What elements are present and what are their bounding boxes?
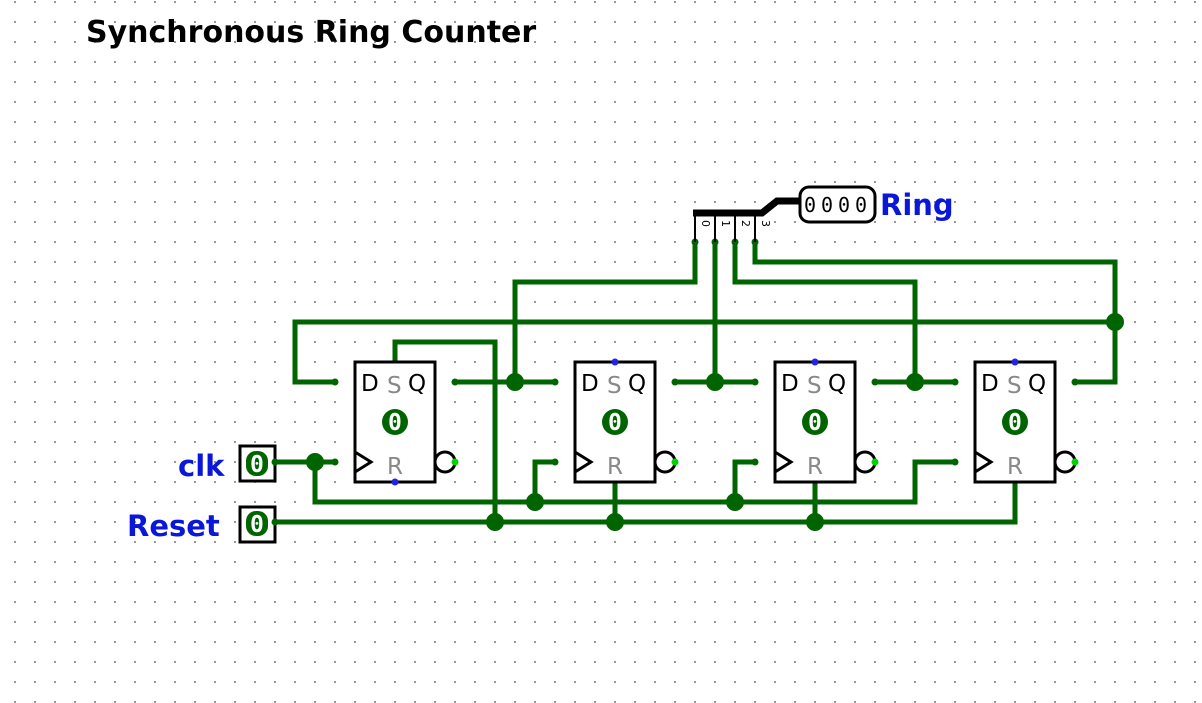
ff-d-label: D <box>781 371 799 397</box>
bus-splitter: 0 1 2 3 <box>693 197 800 242</box>
ff-r-label: R <box>807 454 823 480</box>
junction-dot <box>606 513 624 531</box>
clk-label: clk <box>178 449 225 483</box>
ring-bit-1: 0 <box>821 193 833 217</box>
junction-dot <box>506 373 524 391</box>
junction-dot <box>526 493 544 511</box>
ff-q-label: Q <box>408 371 426 397</box>
splitter-bit-1: 1 <box>719 220 732 227</box>
splitter-bit-2: 2 <box>739 220 752 227</box>
ff-s-label: S <box>807 373 822 399</box>
d-flip-flop-1[interactable]: D S Q 0 R <box>331 360 459 486</box>
ring-bit-3: 0 <box>855 193 867 217</box>
ff-d-label: D <box>361 371 379 397</box>
ff-s-label: S <box>607 373 622 399</box>
ff-q-label: Q <box>828 371 846 397</box>
splitter-bit-0: 0 <box>699 220 712 227</box>
reset-value: 0 <box>250 512 264 538</box>
ff-r-label: R <box>387 454 403 480</box>
junction-dot <box>726 493 744 511</box>
ff-s-label: S <box>1007 373 1022 399</box>
ring-bit-2: 0 <box>838 193 850 217</box>
ff-state: 0 <box>1008 410 1022 436</box>
junction-dot <box>706 373 724 391</box>
clk-input-pin[interactable]: 0 <box>238 444 277 483</box>
ring-output-pin: 0 0 0 0 <box>798 185 877 224</box>
junction-dot <box>306 453 324 471</box>
wires <box>272 239 1118 525</box>
d-flip-flop-4[interactable]: D S Q 0 R <box>951 358 1079 484</box>
reset-input-pin[interactable]: 0 <box>238 505 277 544</box>
ff-q-label: Q <box>628 371 646 397</box>
circuit-title: Synchronous Ring Counter <box>86 15 536 50</box>
ff-d-label: D <box>981 371 999 397</box>
junction-dot <box>806 513 824 531</box>
ff-r-label: R <box>607 454 623 480</box>
ff-s-label: S <box>387 373 402 399</box>
splitter-bit-3: 3 <box>759 220 772 227</box>
ff-q-label: Q <box>1028 371 1046 397</box>
junction-dot <box>486 513 504 531</box>
d-flip-flop-3[interactable]: D S Q 0 R <box>751 358 879 484</box>
ff-d-label: D <box>581 371 599 397</box>
junction-dot <box>1106 313 1124 331</box>
ff-state: 0 <box>608 410 622 436</box>
clk-value: 0 <box>250 452 264 478</box>
wire-junctions <box>306 238 1124 531</box>
ring-bit-0: 0 <box>804 193 816 217</box>
ff-state: 0 <box>388 410 402 436</box>
ring-label: Ring <box>880 188 954 222</box>
junction-dot <box>906 373 924 391</box>
ff-r-label: R <box>1007 454 1023 480</box>
ff-state: 0 <box>808 410 822 436</box>
reset-label: Reset <box>127 509 220 543</box>
d-flip-flop-2[interactable]: D S Q 0 R <box>551 358 679 484</box>
